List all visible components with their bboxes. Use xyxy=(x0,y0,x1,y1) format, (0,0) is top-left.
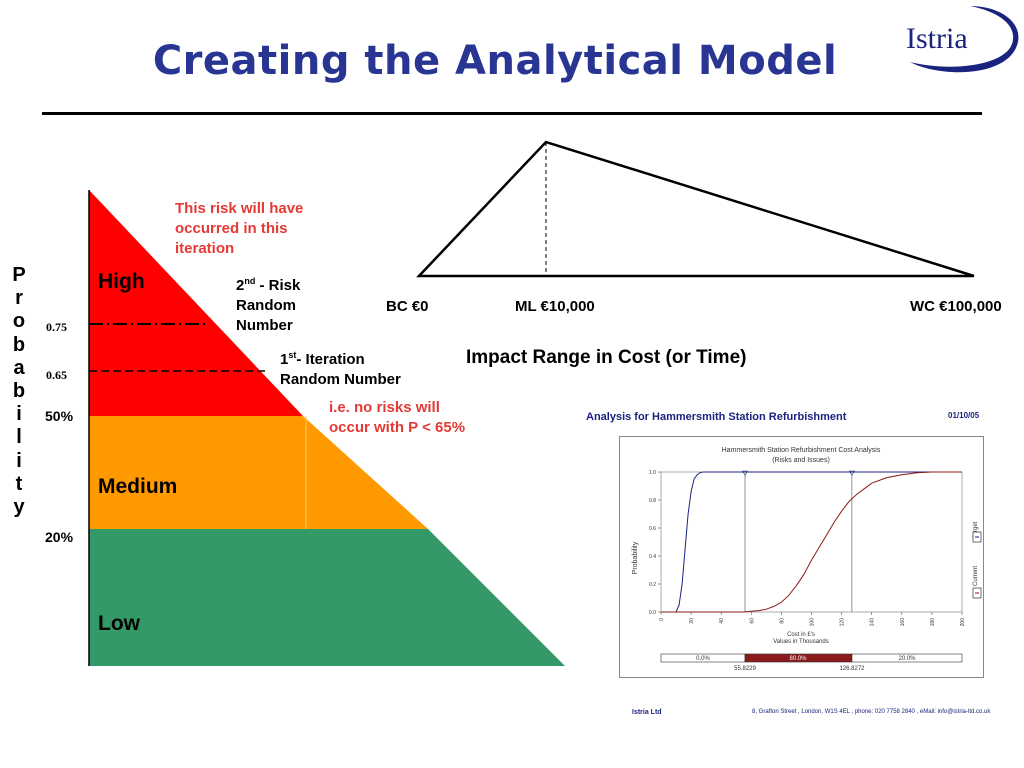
low-label: Low xyxy=(98,612,140,635)
y-tick-label: 1.0 xyxy=(649,470,656,476)
analysis-header: Analysis for Hammersmith Station Refurbi… xyxy=(586,411,847,423)
pct-left-label: 0.0% xyxy=(696,656,710,662)
medium-label: Medium xyxy=(98,475,178,498)
chart-subtitle: (Risks and Issues) xyxy=(772,457,830,464)
footer-address: 8, Grafton Street , London, W1S 4EL , ph… xyxy=(752,709,991,715)
marker-right-label: 126.8272 xyxy=(839,666,865,672)
y-tick-label: 0.6 xyxy=(649,526,656,532)
first-iteration-note: 1st- Iteration Random Number xyxy=(280,350,401,389)
tick-50: 50% xyxy=(45,408,74,424)
x-axis-label: Cost in £'s xyxy=(787,632,815,638)
tick-065: 0.65 xyxy=(46,368,67,382)
series-current xyxy=(661,471,962,613)
y-tick-label: 0.0 xyxy=(649,610,656,616)
high-band xyxy=(89,190,303,416)
x-tick-label: 120 xyxy=(840,618,846,627)
title-divider xyxy=(42,112,982,115)
x-tick-label: 200 xyxy=(960,618,966,627)
page-title: Creating the Analytical Model xyxy=(152,38,838,84)
high-label: High xyxy=(98,270,145,293)
medium-band xyxy=(89,416,428,529)
istria-logo: Istria xyxy=(906,6,1019,73)
impact-triangle xyxy=(416,140,975,278)
analysis-date: 01/10/05 xyxy=(948,411,980,420)
y-tick-label: 0.2 xyxy=(649,582,656,588)
occurred-note: This risk will have occurred in this ite… xyxy=(175,200,304,257)
ml-label: ML €10,000 xyxy=(515,298,595,315)
pct-mid-label: 80.0% xyxy=(789,656,807,662)
impact-range-label: Impact Range in Cost (or Time) xyxy=(466,347,747,368)
x-tick-label: 0 xyxy=(659,618,665,621)
x-tick-label: 40 xyxy=(719,618,725,624)
plot-area xyxy=(660,471,963,613)
pct-right-label: 20.0% xyxy=(898,656,916,662)
x-tick-label: 80 xyxy=(779,618,785,624)
x-axis-label-2: Values in Thousands xyxy=(773,639,828,645)
x-tick-label: 60 xyxy=(749,618,755,624)
marker-left-label: 55.8229 xyxy=(734,666,756,672)
cost-analysis-chart: Hammersmith Station Refurbishment Cost A… xyxy=(632,447,982,672)
legend-target: Target xyxy=(973,521,979,538)
low-band xyxy=(89,529,565,666)
tick-075: 0.75 xyxy=(46,320,67,334)
footer-company: Istria Ltd xyxy=(632,709,662,716)
probability-axis-label: P r o b a b i l i t y xyxy=(12,264,26,519)
legend-current: Current xyxy=(973,566,979,586)
y-axis-label: Probability xyxy=(632,541,639,574)
x-tick-label: 100 xyxy=(810,618,816,627)
tick-20: 20% xyxy=(45,529,74,545)
bc-label: BC €0 xyxy=(386,298,429,315)
y-tick-label: 0.4 xyxy=(649,554,656,560)
logo-text: Istria xyxy=(906,22,968,55)
pct-bar-right xyxy=(851,653,963,663)
y-tick-label: 0.8 xyxy=(649,498,656,504)
no-risks-note: i.e. no risks will occur with P < 65% xyxy=(329,399,466,436)
x-tick-label: 180 xyxy=(930,618,936,627)
x-tick-label: 140 xyxy=(870,618,876,627)
wc-label: WC €100,000 xyxy=(910,298,1002,315)
x-tick-label: 20 xyxy=(689,618,695,624)
chart-title: Hammersmith Station Refurbishment Cost A… xyxy=(722,447,881,454)
second-risk-note: 2nd - Risk Random Number xyxy=(236,276,301,335)
series-target xyxy=(661,471,962,613)
x-tick-label: 160 xyxy=(900,618,906,627)
